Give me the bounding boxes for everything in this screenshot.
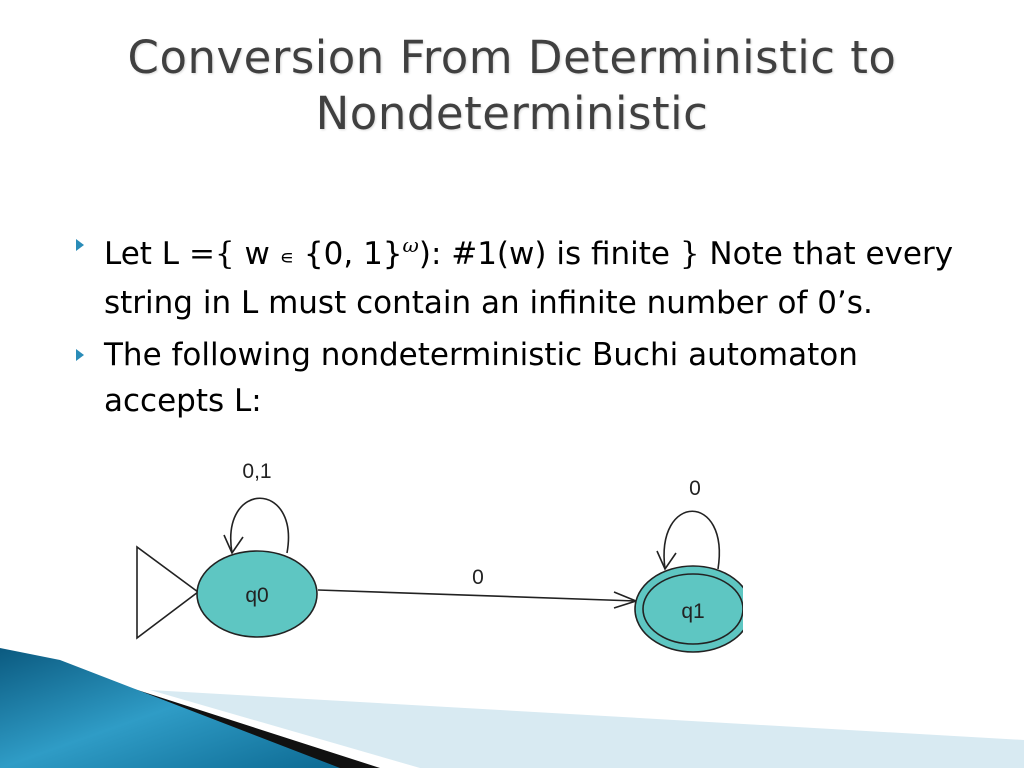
theme-band-light <box>150 690 1024 768</box>
slide-title: Conversion From Deterministic to Nondete… <box>0 30 1024 142</box>
slide-title-line-2: Nondeterministic <box>315 87 709 140</box>
text-note: Note that every string in L must contain… <box>104 236 963 321</box>
omega-superscript: ω <box>402 233 419 257</box>
bullet-arrow-icon <box>76 239 84 251</box>
text-condition: ): #1(w) is finite <box>418 236 680 272</box>
text-close-brace: } <box>679 236 700 272</box>
text-alphabet: {0, 1} <box>294 236 403 272</box>
theme-band-blue <box>0 648 340 768</box>
state-q1-label: q1 <box>681 600 704 623</box>
bullet-language-definition: Let L ={ w ∊ {0, 1}ω): #1(w) is finite }… <box>76 222 976 326</box>
element-of-symbol: ∊ <box>279 245 295 269</box>
label-self-loop-q1: 0 <box>689 477 701 500</box>
transition-q0-q1 <box>317 589 637 602</box>
self-loop-q1-arrowhead <box>656 550 677 571</box>
label-transition-q0-q1: 0 <box>472 566 484 589</box>
slide-title-line-1: Conversion From Deterministic to <box>127 31 897 84</box>
bullet-automaton-text: The following nondeterministic Buchi aut… <box>104 337 858 419</box>
self-loop-q1 <box>663 510 721 570</box>
text-let-l: Let L <box>104 236 189 272</box>
self-loop-q0-arrowhead <box>223 534 244 555</box>
self-loop-q0 <box>229 497 290 554</box>
state-q1-inner <box>642 573 743 645</box>
state-q0-label: q0 <box>245 584 268 607</box>
initial-state-arrow <box>136 545 200 640</box>
bullet-arrow-icon <box>76 349 84 361</box>
text-equals-brace: ={ <box>188 236 235 272</box>
bullet-list: Let L ={ w ∊ {0, 1}ω): #1(w) is finite }… <box>76 222 976 430</box>
bullet-automaton-intro: The following nondeterministic Buchi aut… <box>76 332 976 424</box>
text-w: w <box>234 236 280 272</box>
label-self-loop-q0: 0,1 <box>242 460 271 483</box>
state-q0 <box>196 550 318 638</box>
